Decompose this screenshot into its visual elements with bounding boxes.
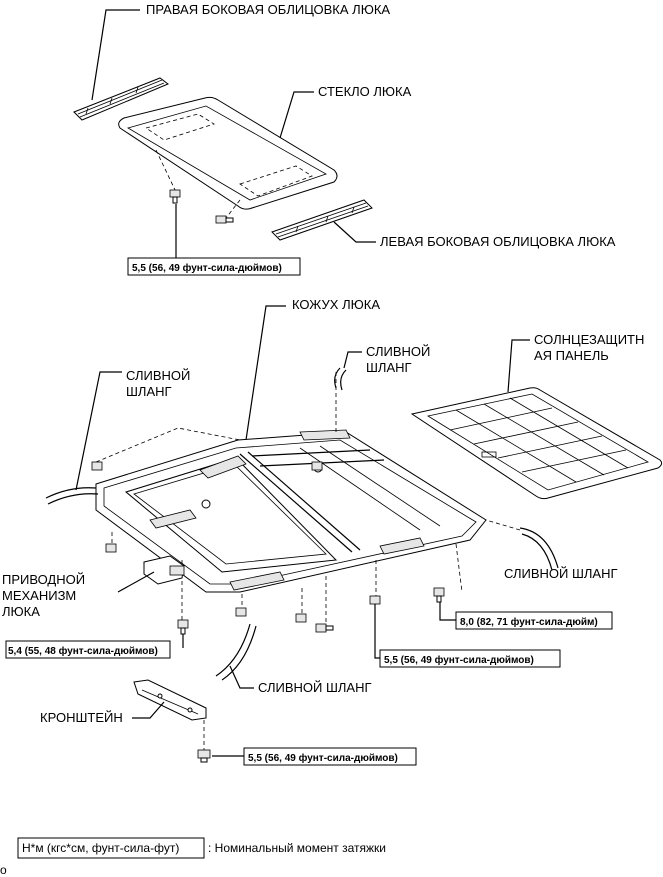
glass-bolt-icon: [169, 189, 181, 204]
bracket-torque-value: 5,5 (56, 49 фунт-сила-дюймов): [248, 752, 398, 764]
glass-torque-box: [127, 257, 301, 276]
glass-bolt-icon-2: [215, 215, 234, 224]
sunshade-label-line2: АЯ ПАНЕЛЬ: [534, 348, 609, 363]
drive-label-line3: ЛЮКА: [2, 604, 40, 619]
housing-torque-value: 5,5 (56, 49 фунт-сила-дюймов): [384, 654, 534, 666]
housing-dash-guides: [95, 372, 521, 628]
sunroof-housing-frame-part: [95, 429, 487, 593]
glass-label: СТЕКЛО ЛЮКА: [318, 84, 412, 99]
left-trim-label: ЛЕВАЯ БОКОВАЯ ОБЛИЦОВКА ЛЮКА: [380, 234, 616, 249]
sunroof-drive-motor-part: [143, 555, 185, 585]
drive-label-line2: МЕХАНИЗМ: [2, 588, 76, 603]
drain-hose-left-part-outline: [47, 493, 99, 505]
glass-bolt-dash-line-2: [225, 199, 241, 219]
drain-hose-top-part-outline: [340, 369, 347, 391]
left-trim-leader: [333, 221, 376, 243]
bracket-leader: [132, 701, 165, 719]
housing-right-bolt-icon: [433, 587, 445, 603]
drive-torque-value: 5,4 (55, 48 фунт-сила-дюймов): [8, 645, 158, 657]
glass-leader: [279, 91, 314, 139]
drain-hose-right-part: [519, 527, 559, 569]
drain-hose-left-label-line1: СЛИВНОЙ: [126, 368, 190, 383]
corner-mark: o: [0, 863, 7, 877]
housing-label: КОЖУХ ЛЮКА: [292, 297, 380, 312]
housing-leader: [245, 305, 286, 441]
legend-unit: Н*м (кгс*см, фунт-сила-фут): [22, 841, 179, 855]
drain-hose-left-part: [45, 487, 97, 499]
bracket-torque-box: [243, 747, 417, 766]
sunroof-glass-part: [118, 96, 338, 210]
right-torque-leader: [439, 602, 456, 621]
sunshade-panel-part: [410, 387, 663, 500]
drain-hose-left-label-line2: ШЛАНГ: [126, 384, 172, 399]
bracket-bolt-icon: [197, 749, 211, 763]
legend-unit-box: [17, 837, 205, 859]
bracket-label: КРОНШТЕЙН: [40, 710, 123, 725]
glass-torque-value: 5,5 (56, 49 фунт-сила-дюймов): [132, 262, 282, 274]
grommet-icon: [91, 461, 381, 623]
drain-hose-bottom-part: [215, 623, 251, 677]
drive-label-line1: ПРИВОДНОЙ: [2, 572, 85, 587]
drain-hose-top-leader: [343, 351, 362, 369]
drain-hose-right-part-outline: [521, 533, 553, 571]
drain-hose-right-label: СЛИВНОЙ ШЛАНГ: [504, 566, 618, 581]
drive-bolt-icon: [177, 619, 189, 635]
right-torque-value: 8,0 (82, 71 фунт-сила-дюйм): [460, 616, 598, 628]
left-side-trim-part: [271, 199, 373, 241]
drain-hose-left-leader: [75, 371, 122, 491]
housing-bolt-icon: [315, 623, 334, 633]
right-side-trim-part: [73, 77, 169, 121]
drive-torque-box: [5, 640, 171, 659]
glass-bolt-dash-line: [155, 149, 177, 193]
right-trim-label: ПРАВАЯ БОКОВАЯ ОБЛИЦОВКА ЛЮКА: [146, 2, 390, 17]
drain-hose-top-label-line1: СЛИВНОЙ: [366, 344, 430, 359]
housing-torque-leader: [374, 604, 380, 659]
drain-hose-bottom-leader: [229, 665, 254, 689]
drive-leader: [117, 571, 155, 593]
drain-hose-top-part: [334, 367, 341, 389]
right-torque-box: [455, 611, 613, 630]
sunshade-leader: [507, 339, 530, 393]
bracket-part: [133, 679, 207, 721]
legend-description: : Номинальный момент затяжки: [208, 841, 386, 855]
drain-hose-bottom-part-outline: [221, 625, 257, 681]
sunshade-label-line1: СОЛНЦЕЗАЩИТН: [534, 332, 644, 347]
drain-hose-bottom-label: СЛИВНОЙ ШЛАНГ: [258, 680, 372, 695]
drain-hose-top-label-line2: ШЛАНГ: [366, 360, 412, 375]
housing-torque-box: [379, 649, 561, 668]
right-trim-leader: [91, 9, 140, 101]
